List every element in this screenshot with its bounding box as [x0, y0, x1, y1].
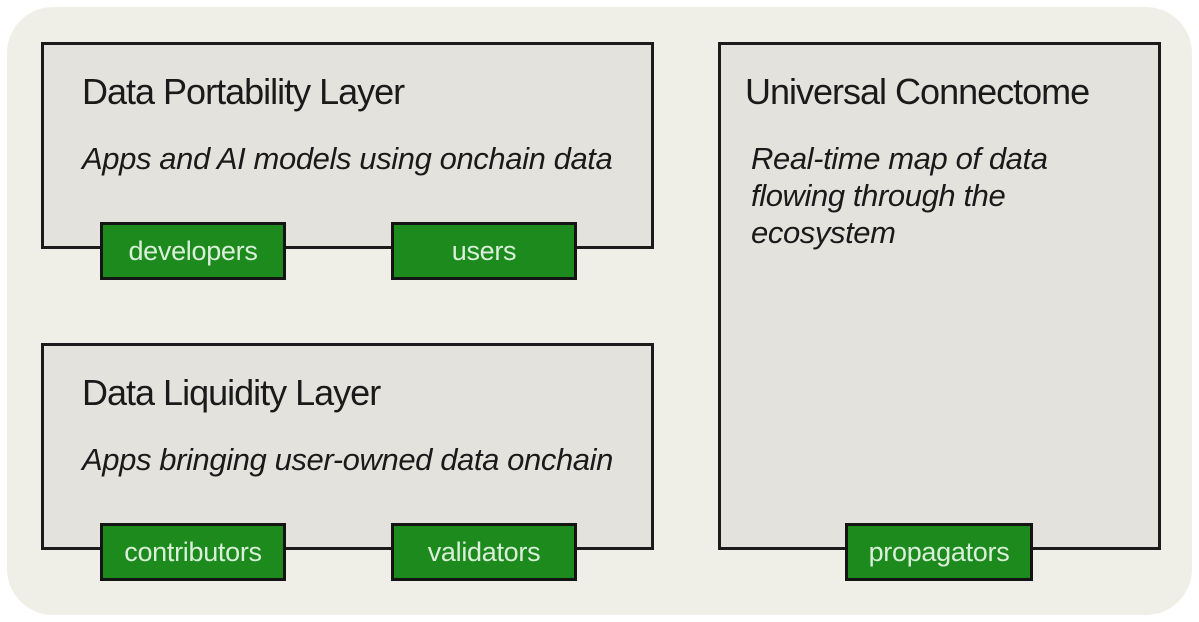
badge-users: users	[391, 222, 577, 280]
badge-validators: validators	[391, 523, 577, 581]
badge-contributors: contributors	[100, 523, 286, 581]
badge-developers: developers	[100, 222, 286, 280]
panel-data-portability-layer: Data Portability Layer Apps and AI model…	[41, 42, 654, 249]
universal-connectome-subtitle-line-2: flowing through the	[751, 177, 1006, 213]
data-liquidity-layer-title: Data Liquidity Layer	[82, 372, 381, 413]
universal-connectome-title: Universal Connectome	[745, 71, 1090, 112]
universal-connectome-subtitle-line-3: ecosystem	[751, 214, 896, 250]
badge-propagators: propagators	[845, 523, 1033, 581]
data-portability-layer-title: Data Portability Layer	[82, 71, 405, 112]
universal-connectome-subtitle-line-1: Real-time map of data	[751, 141, 1048, 177]
data-portability-layer-subtitle: Apps and AI models using onchain data	[82, 141, 613, 177]
universal-connectome-subtitle: Real-time map of data flowing through th…	[751, 141, 1158, 251]
panel-data-liquidity-layer: Data Liquidity Layer Apps bringing user-…	[41, 343, 654, 550]
panel-universal-connectome: Universal Connectome Real-time map of da…	[718, 42, 1161, 550]
data-liquidity-layer-subtitle: Apps bringing user-owned data onchain	[82, 442, 613, 478]
